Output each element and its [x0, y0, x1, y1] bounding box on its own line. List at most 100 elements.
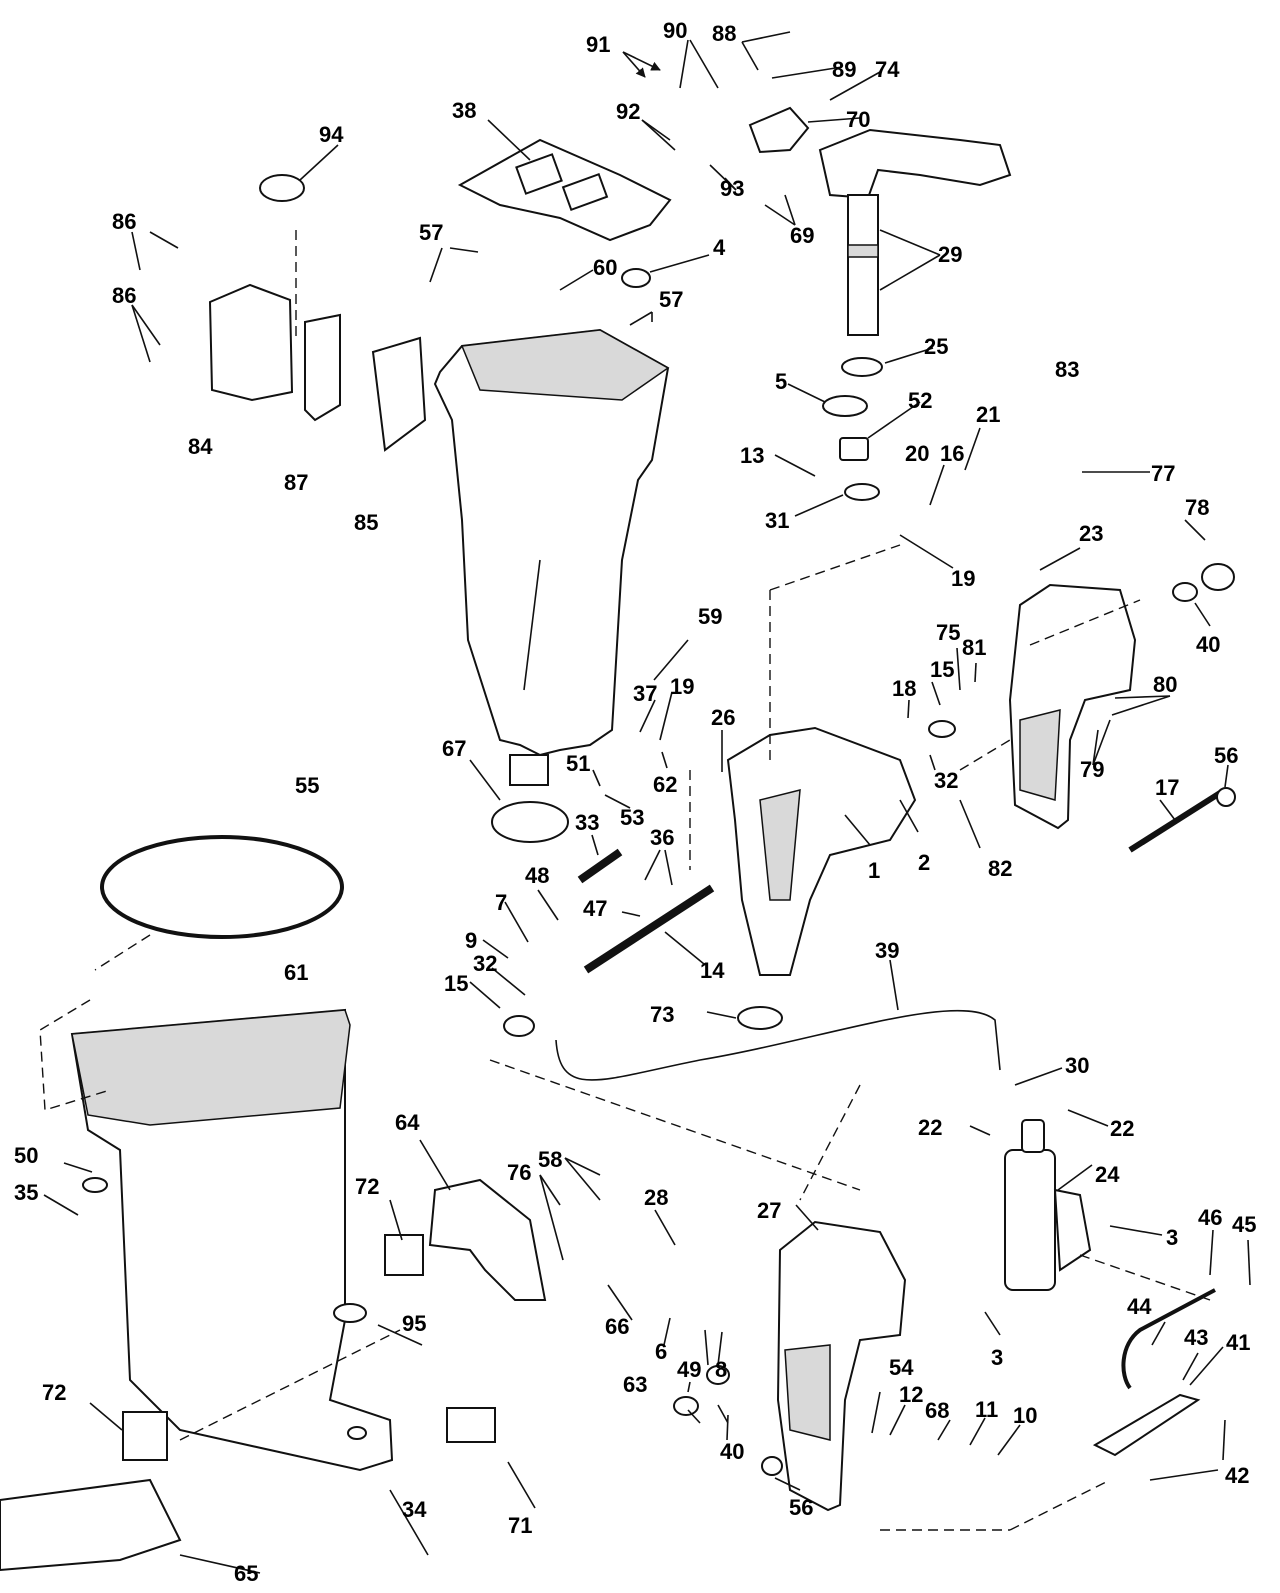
callout-13: 13 — [740, 443, 764, 468]
callout-4: 4 — [713, 235, 726, 260]
callout-89: 89 — [832, 57, 856, 82]
stern-bracket-left — [776, 1220, 907, 1512]
callout-33: 33 — [575, 810, 599, 835]
swivel-bracket — [726, 726, 917, 976]
callout-3: 3 — [991, 1345, 1003, 1370]
callout-78: 78 — [1185, 495, 1209, 520]
callout-31: 31 — [765, 508, 789, 533]
callout-75: 75 — [936, 620, 960, 645]
callout-84: 84 — [188, 434, 213, 459]
callout-6: 6 — [655, 1339, 667, 1364]
callout-85: 85 — [354, 510, 378, 535]
callout-58: 58 — [538, 1147, 562, 1172]
callout-37: 37 — [633, 681, 657, 706]
callout-50: 50 — [14, 1143, 38, 1168]
callout-1: 1 — [868, 858, 880, 883]
splash-guard — [0, 1478, 182, 1572]
callout-56: 56 — [1214, 743, 1238, 768]
callout-32: 32 — [934, 768, 958, 793]
callout-3: 3 — [1166, 1225, 1178, 1250]
callout-63: 63 — [623, 1372, 647, 1397]
seal-ring — [100, 835, 344, 939]
callout-42: 42 — [1225, 1463, 1249, 1488]
callout-71: 71 — [508, 1513, 532, 1538]
callout-93: 93 — [720, 176, 744, 201]
callout-23: 23 — [1079, 521, 1103, 546]
callout-29: 29 — [938, 242, 962, 267]
callout-45: 45 — [1232, 1212, 1256, 1237]
callout-80: 80 — [1153, 672, 1177, 697]
callout-2: 2 — [918, 850, 930, 875]
callout-7: 7 — [495, 890, 507, 915]
callout-15: 15 — [444, 971, 468, 996]
callout-69: 69 — [790, 223, 814, 248]
tilt-cylinder — [1004, 1149, 1056, 1291]
callout-94: 94 — [319, 122, 344, 147]
callout-44: 44 — [1127, 1294, 1152, 1319]
callout-52: 52 — [908, 388, 932, 413]
callout-39: 39 — [875, 938, 899, 963]
callout-32: 32 — [473, 951, 497, 976]
callout-91: 91 — [586, 32, 610, 57]
callout-19: 19 — [670, 674, 694, 699]
callout-19: 19 — [951, 566, 975, 591]
callout-72: 72 — [355, 1174, 379, 1199]
callout-8: 8 — [715, 1357, 727, 1382]
callout-86: 86 — [112, 209, 136, 234]
callout-86: 86 — [112, 283, 136, 308]
callout-48: 48 — [525, 863, 549, 888]
callout-57: 57 — [659, 287, 683, 312]
callout-88: 88 — [712, 21, 736, 46]
callout-59: 59 — [698, 604, 722, 629]
callout-22: 22 — [918, 1115, 942, 1140]
leader-lines — [43, 31, 1251, 1574]
callout-35: 35 — [14, 1180, 38, 1205]
callout-15: 15 — [930, 657, 954, 682]
callout-92: 92 — [616, 99, 640, 124]
callout-labels: 1 2 3 3 4 5 6 7 8 9 10 11 12 13 14 15 15… — [14, 18, 1256, 1586]
callout-10: 10 — [1013, 1403, 1037, 1428]
callout-67: 67 — [442, 736, 466, 761]
callout-82: 82 — [988, 856, 1012, 881]
callout-56: 56 — [789, 1495, 813, 1520]
callout-20: 20 — [905, 441, 929, 466]
callout-68: 68 — [925, 1398, 949, 1423]
callout-60: 60 — [593, 255, 617, 280]
callout-12: 12 — [899, 1382, 923, 1407]
callout-14: 14 — [700, 958, 725, 983]
callout-28: 28 — [644, 1185, 668, 1210]
callout-41: 41 — [1226, 1330, 1250, 1355]
callout-57: 57 — [419, 220, 443, 245]
callout-34: 34 — [402, 1497, 427, 1522]
callout-76: 76 — [507, 1160, 531, 1185]
callout-43: 43 — [1184, 1325, 1208, 1350]
callout-90: 90 — [663, 18, 687, 43]
callout-21: 21 — [976, 402, 1000, 427]
callout-55: 55 — [295, 773, 319, 798]
callout-79: 79 — [1080, 757, 1104, 782]
callout-73: 73 — [650, 1002, 674, 1027]
callout-61: 61 — [284, 960, 308, 985]
callout-11: 11 — [975, 1397, 998, 1422]
callout-77: 77 — [1151, 461, 1175, 486]
callout-25: 25 — [924, 334, 948, 359]
callout-5: 5 — [775, 369, 787, 394]
callout-62: 62 — [653, 772, 677, 797]
callout-40: 40 — [1196, 632, 1220, 657]
callout-66: 66 — [605, 1314, 629, 1339]
callout-18: 18 — [892, 676, 916, 701]
steering-arm — [818, 128, 1012, 200]
callout-40: 40 — [720, 1439, 744, 1464]
cover — [208, 283, 294, 402]
callout-54: 54 — [889, 1355, 914, 1380]
callout-95: 95 — [402, 1311, 426, 1336]
callout-83: 83 — [1055, 357, 1079, 382]
callout-64: 64 — [395, 1110, 420, 1135]
callout-74: 74 — [875, 57, 900, 82]
callout-24: 24 — [1095, 1162, 1120, 1187]
callout-30: 30 — [1065, 1053, 1089, 1078]
callout-53: 53 — [620, 805, 644, 830]
callout-36: 36 — [650, 825, 674, 850]
callout-70: 70 — [846, 107, 870, 132]
